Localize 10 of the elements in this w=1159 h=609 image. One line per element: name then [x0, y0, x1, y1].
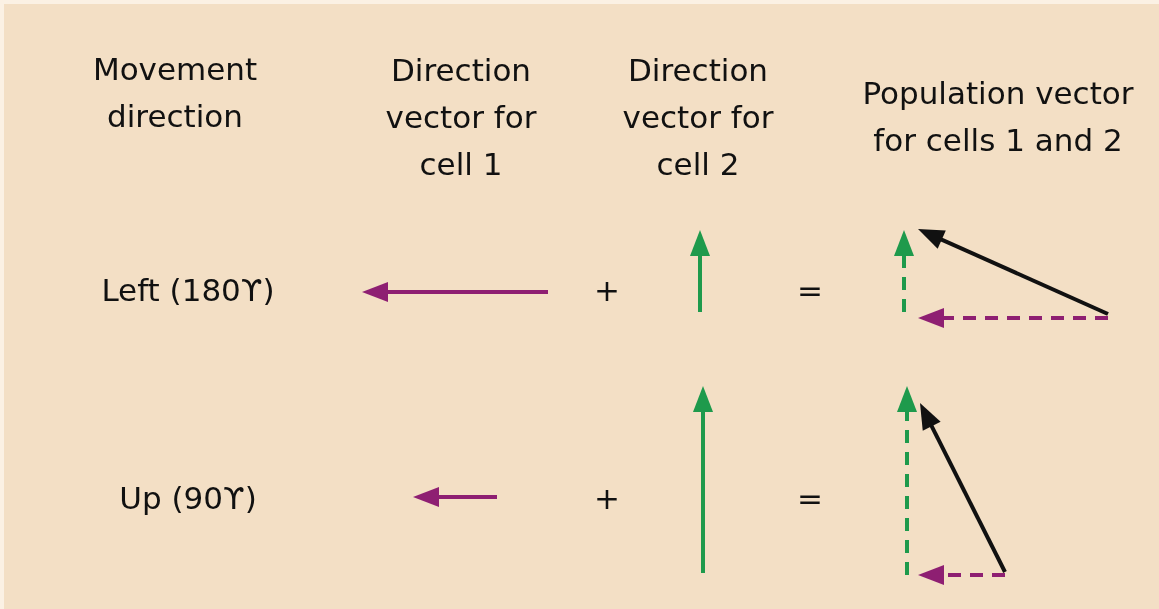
column-header: Population vector for cells 1 and 2: [861, 74, 1135, 160]
equals-sign: =: [797, 270, 823, 310]
column-header: Movement direction: [91, 50, 259, 136]
equals-sign: =: [797, 478, 823, 518]
column-header: Direction vector for cell 1: [384, 50, 538, 184]
row-label: Left (180ϒ): [101, 270, 275, 310]
column-header: Direction vector for cell 2: [621, 50, 775, 184]
plus-sign: +: [594, 478, 620, 518]
plus-sign: +: [594, 270, 620, 310]
row-label: Up (90ϒ): [119, 478, 257, 518]
